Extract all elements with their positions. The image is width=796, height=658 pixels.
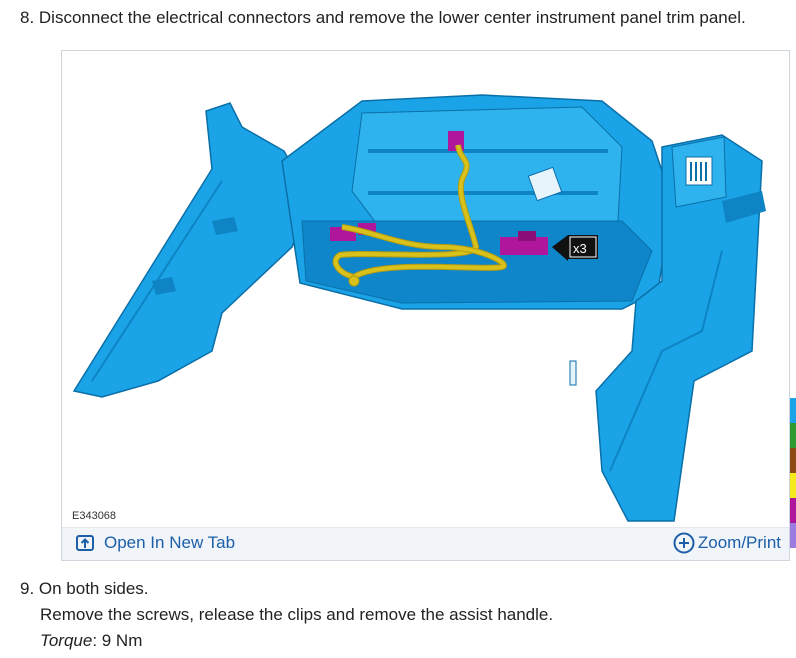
callout-arrow-icon: [552, 235, 598, 261]
side-strip-segment: [790, 398, 796, 423]
side-strip-segment: [790, 473, 796, 498]
step-9-text: 9. On both sides.: [20, 579, 149, 598]
procedure-figure: x3 E343068 Open In New Tab Zoom/Print: [61, 50, 790, 561]
step-8-text: 8. Disconnect the electrical connectors …: [20, 8, 746, 27]
figure-id: E343068: [72, 510, 117, 522]
zoom-print-label: Zoom/Print: [697, 533, 781, 552]
step-9-instruction: Remove the screws, release the clips and…: [40, 605, 554, 624]
side-strip-segment: [790, 423, 796, 448]
side-strip-segment: [790, 498, 796, 523]
zoom-print-link[interactable]: Zoom/Print: [673, 532, 781, 554]
open-in-new-tab-link[interactable]: Open In New Tab: [76, 533, 235, 553]
figure-toolbar: Open In New Tab Zoom/Print: [62, 527, 789, 560]
instrument-panel-illustration: x3: [72, 94, 766, 522]
torque-label: Torque: [40, 631, 93, 650]
torque-value: : 9 Nm: [92, 631, 143, 650]
side-strip-segment: [790, 448, 796, 473]
plus-circle-icon: [673, 532, 695, 554]
torque-spec: Torque: 9 Nm: [40, 631, 142, 651]
open-in-new-tab-label: Open In New Tab: [104, 533, 236, 552]
open-new-tab-icon: [76, 535, 94, 551]
callout-label: x3: [573, 241, 587, 256]
side-strip-segment: [790, 523, 796, 548]
